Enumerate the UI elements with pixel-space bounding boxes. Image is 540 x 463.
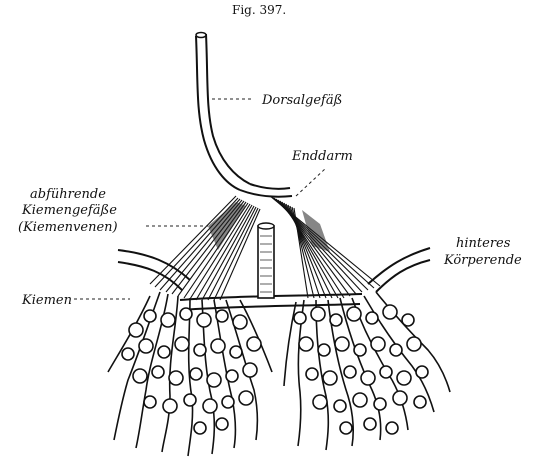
figure-caption: Fig. 397. — [232, 3, 286, 17]
label-dorsalgefaess: Dorsalgefäß — [261, 93, 342, 108]
label-koerperende: Körperende — [443, 253, 522, 268]
label-kiemenvenen: (Kiemenvenen) — [18, 220, 118, 235]
hindgut — [258, 223, 274, 298]
efferent-gill-vessels-left — [150, 196, 260, 300]
label-hinteres: hinteres — [456, 236, 511, 251]
gill-loops-right — [294, 305, 428, 434]
dorsal-vessel — [196, 33, 292, 197]
label-kiemengefaesse: Kiemengefäße — [21, 203, 117, 218]
label-kiemen: Kiemen — [21, 293, 72, 308]
leader-lines — [74, 99, 326, 299]
label-enddarm: Enddarm — [291, 149, 353, 164]
label-abfuehrende: abführende — [30, 187, 106, 202]
gill-loops-left — [122, 308, 261, 434]
